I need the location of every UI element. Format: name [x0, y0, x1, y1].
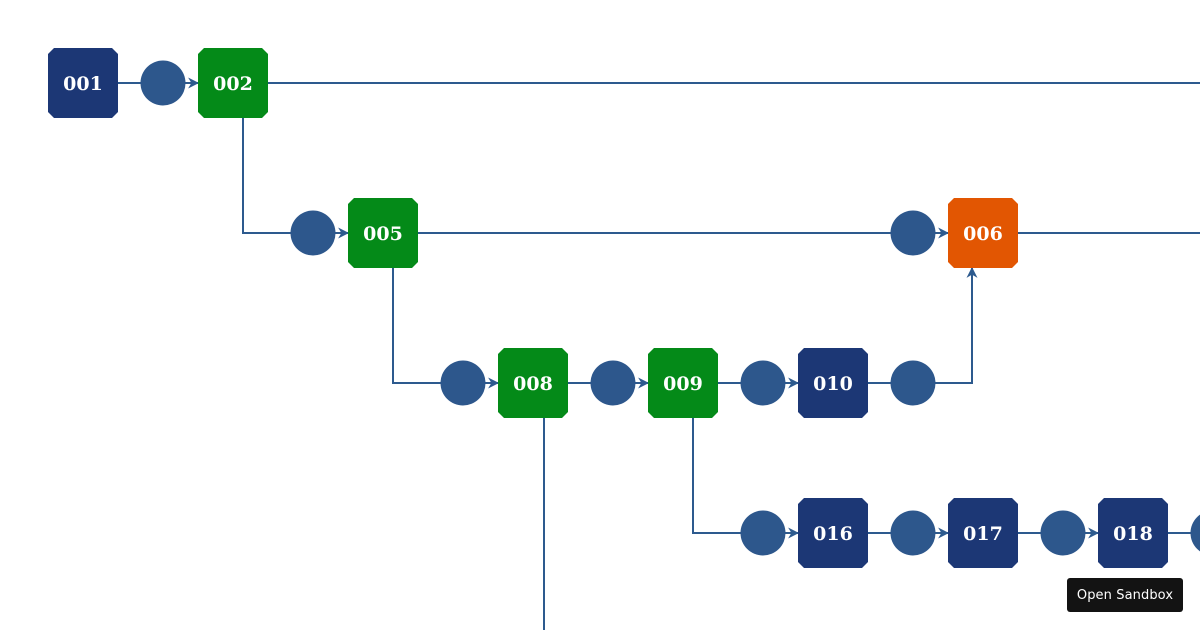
node-box[interactable]	[348, 198, 418, 268]
open-sandbox-button[interactable]: Open Sandbox	[1067, 578, 1183, 612]
connector-018-next[interactable]	[1190, 511, 1200, 556]
connector-005-008[interactable]	[440, 360, 486, 406]
node-box[interactable]	[198, 48, 268, 118]
edge-005-008	[392, 268, 500, 389]
node-label: 010	[813, 373, 853, 395]
node-box[interactable]	[498, 348, 568, 418]
node-017[interactable]: 017	[948, 498, 1018, 568]
node-002[interactable]: 002	[198, 48, 268, 118]
node-010[interactable]: 010	[798, 348, 868, 418]
edge-002-005	[242, 118, 350, 239]
connector-016-017[interactable]	[890, 510, 936, 556]
node-box[interactable]	[48, 48, 118, 118]
edge-009-016	[692, 418, 800, 539]
node-box[interactable]	[798, 498, 868, 568]
node-label: 018	[1113, 523, 1153, 545]
connector-010-006[interactable]	[890, 360, 936, 406]
node-label: 017	[963, 523, 1003, 545]
node-label: 009	[663, 373, 703, 395]
connector-005-006[interactable]	[890, 210, 936, 256]
connector-008-009[interactable]	[590, 360, 636, 406]
node-box[interactable]	[948, 198, 1018, 268]
node-label: 016	[813, 523, 853, 545]
node-009[interactable]: 009	[648, 348, 718, 418]
node-box[interactable]	[1098, 498, 1168, 568]
node-001[interactable]: 001	[48, 48, 118, 118]
connector-001-002[interactable]	[140, 60, 186, 106]
connectors-layer	[140, 60, 1200, 556]
node-005[interactable]: 005	[348, 198, 418, 268]
node-box[interactable]	[948, 498, 1018, 568]
node-label: 002	[213, 73, 253, 95]
node-016[interactable]: 016	[798, 498, 868, 568]
node-label: 001	[63, 73, 103, 95]
node-006[interactable]: 006	[948, 198, 1018, 268]
node-label: 005	[363, 223, 403, 245]
node-box[interactable]	[648, 348, 718, 418]
node-018[interactable]: 018	[1098, 498, 1168, 568]
node-label: 006	[963, 223, 1003, 245]
nodes-layer: 001 002 005 006 008 009 010 016 017 018	[48, 48, 1168, 568]
node-label: 008	[513, 373, 553, 395]
connector-017-018[interactable]	[1040, 510, 1086, 556]
node-008[interactable]: 008	[498, 348, 568, 418]
node-box[interactable]	[798, 348, 868, 418]
connector-009-016[interactable]	[740, 510, 786, 556]
connector-002-005[interactable]	[290, 210, 336, 256]
connector-009-010[interactable]	[740, 360, 786, 406]
